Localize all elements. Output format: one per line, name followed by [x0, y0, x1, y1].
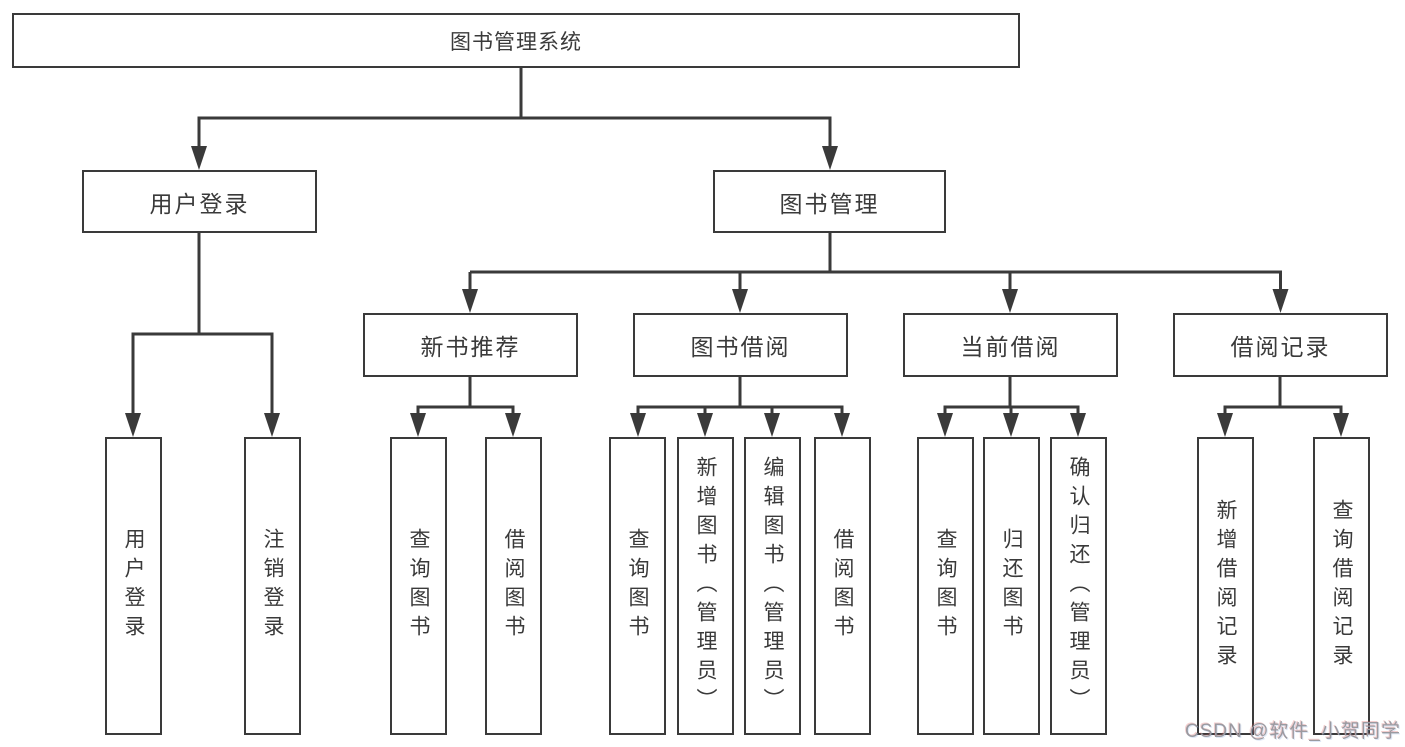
node-label: 新增借阅记录: [1214, 499, 1237, 673]
node-label: 查询图书: [626, 528, 649, 644]
node-label: 查询图书: [407, 528, 430, 644]
node-label: 注销登录: [261, 528, 284, 644]
node-label: 查询图书: [934, 528, 957, 644]
node-label: 归还图书: [1000, 528, 1023, 644]
node-leaf-query-borrow-record: 查询借阅记录: [1313, 437, 1370, 735]
node-label: 确认归还（管理员）: [1067, 455, 1090, 717]
node-leaf-user-login: 用户登录: [105, 437, 162, 735]
node-leaf-borrow-query-book: 查询图书: [609, 437, 666, 735]
node-label: 用户登录: [122, 528, 145, 644]
node-leaf-confirm-return-admin: 确认归还（管理员）: [1050, 437, 1107, 735]
node-root: 图书管理系统: [12, 13, 1020, 68]
node-leaf-recommend-borrow-book: 借阅图书: [485, 437, 542, 735]
node-label: 编辑图书（管理员）: [761, 455, 784, 717]
node-label: 借阅图书: [831, 528, 854, 644]
node-label: 新增图书（管理员）: [694, 455, 717, 717]
node-leaf-recommend-query-book: 查询图书: [390, 437, 447, 735]
node-leaf-current-query-book: 查询图书: [917, 437, 974, 735]
node-leaf-return-book: 归还图书: [983, 437, 1040, 735]
node-new-book-recommend: 新书推荐: [363, 313, 578, 377]
node-leaf-add-book-admin: 新增图书（管理员）: [677, 437, 734, 735]
node-leaf-edit-book-admin: 编辑图书（管理员）: [744, 437, 801, 735]
node-user-login: 用户登录: [82, 170, 317, 233]
node-label: 借阅图书: [502, 528, 525, 644]
node-leaf-add-borrow-record: 新增借阅记录: [1197, 437, 1254, 735]
node-current-borrow: 当前借阅: [903, 313, 1118, 377]
node-book-management: 图书管理: [713, 170, 946, 233]
csdn-watermark: CSDN @软件_小贺同学: [1185, 721, 1401, 742]
node-book-borrow: 图书借阅: [633, 313, 848, 377]
node-borrow-records: 借阅记录: [1173, 313, 1388, 377]
node-leaf-borrow-book: 借阅图书: [814, 437, 871, 735]
arrowheads: [125, 146, 1349, 437]
node-leaf-logout: 注销登录: [244, 437, 301, 735]
node-label: 查询借阅记录: [1330, 499, 1353, 673]
